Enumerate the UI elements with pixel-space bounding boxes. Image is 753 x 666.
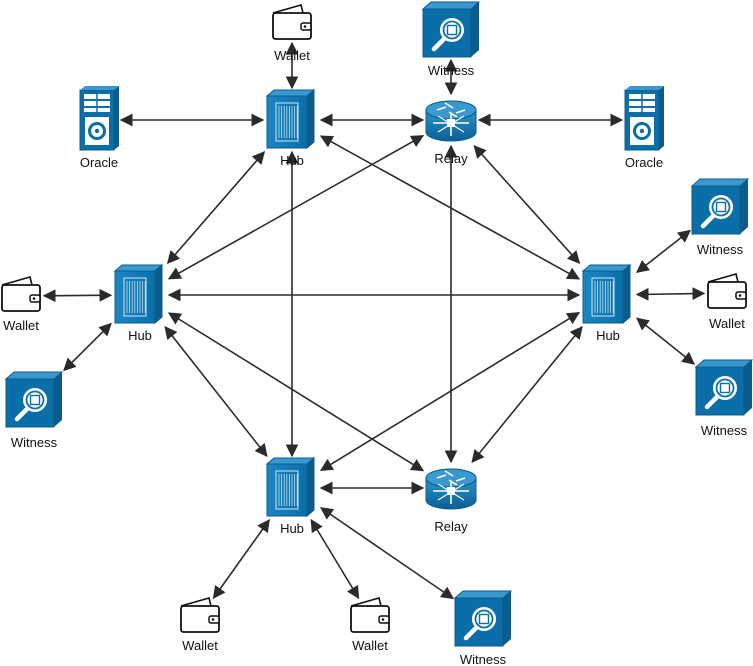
wallet-bottom-2-node [350,597,390,633]
edge-hub-right-wallet-right [635,287,706,301]
wallet-icon [1,276,41,312]
relay-top-label: Relay [434,151,468,166]
hub-bottom-label: Hub [280,521,304,536]
witness-icon [690,178,750,235]
wallet-right-node [707,273,747,309]
hub-right-node [581,263,632,325]
edge-hub-right-witness-right-2 [636,317,695,365]
wallet-icon [350,597,390,633]
edge-hub-right-witness-right-1 [635,229,692,273]
witness-right-2-node [694,359,753,416]
witness-left-label: Witness [11,435,58,450]
witness-right-2-label: Witness [701,423,748,438]
hub-right-label: Hub [596,328,620,343]
witness-icon [453,590,513,647]
hub-left-node [113,263,164,325]
edge-relay-top-hub-left [167,135,425,280]
wallet-top-node [272,4,312,40]
relay-bottom-label: Relay [434,519,468,534]
witness-icon [694,359,753,416]
oracle-right-label: Oracle [625,155,663,170]
oracle-left-label: Oracle [80,155,118,170]
wallet-right-label: Wallet [709,316,745,331]
wallet-bottom-2-label: Wallet [352,638,388,653]
hub-icon [113,263,164,325]
edge-hub-bottom-wallet-bottom-1 [212,518,270,600]
wallet-left-node [1,276,41,312]
hub-icon [581,263,632,325]
hub-bottom-node [265,456,316,518]
hub-top-node [265,88,316,150]
hub-icon [265,88,316,150]
relay-icon [425,100,477,142]
wallet-bottom-1-node [180,597,220,633]
hub-icon [265,456,316,518]
wallet-top-label: Wallet [274,48,310,63]
edge-hub-left-wallet-left [42,288,113,303]
witness-top-node [421,1,481,58]
relay-bottom-node [425,468,477,510]
oracle-left-node [79,86,119,151]
witness-right-1-node [690,178,750,235]
wallet-left-label: Wallet [3,318,39,333]
edge-hub-left-relay-bottom [167,312,425,472]
hub-left-label: Hub [128,328,152,343]
witness-bottom-node [453,590,513,647]
edge-relay-top-hub-right [473,145,581,264]
wallet-icon [180,597,220,633]
edge-hub-bottom-wallet-bottom-2 [310,518,360,600]
wallet-icon [272,4,312,40]
wallet-icon [707,273,747,309]
witness-icon [4,371,64,428]
connections [42,41,706,600]
edge-hub-top-hub-left [166,151,266,264]
edge-hub-right-hub-bottom [319,312,581,471]
relay-icon [425,468,477,510]
wallet-bottom-1-label: Wallet [182,638,218,653]
oracle-icon [79,86,119,151]
relay-top-node [425,100,477,142]
edge-hub-left-witness-left [63,322,112,372]
edge-hub-right-relay-bottom [471,326,583,463]
witness-left-node [4,371,64,428]
oracle-icon [624,86,664,151]
witness-top-label: Witness [428,63,475,78]
oracle-right-node [624,86,664,151]
hub-top-label: Hub [280,153,304,168]
edge-hub-bottom-witness-bottom [319,507,455,600]
witness-right-1-label: Witness [697,242,744,257]
witness-icon [421,1,481,58]
witness-bottom-label: Witness [460,652,507,666]
edge-hub-left-hub-bottom [164,325,268,458]
